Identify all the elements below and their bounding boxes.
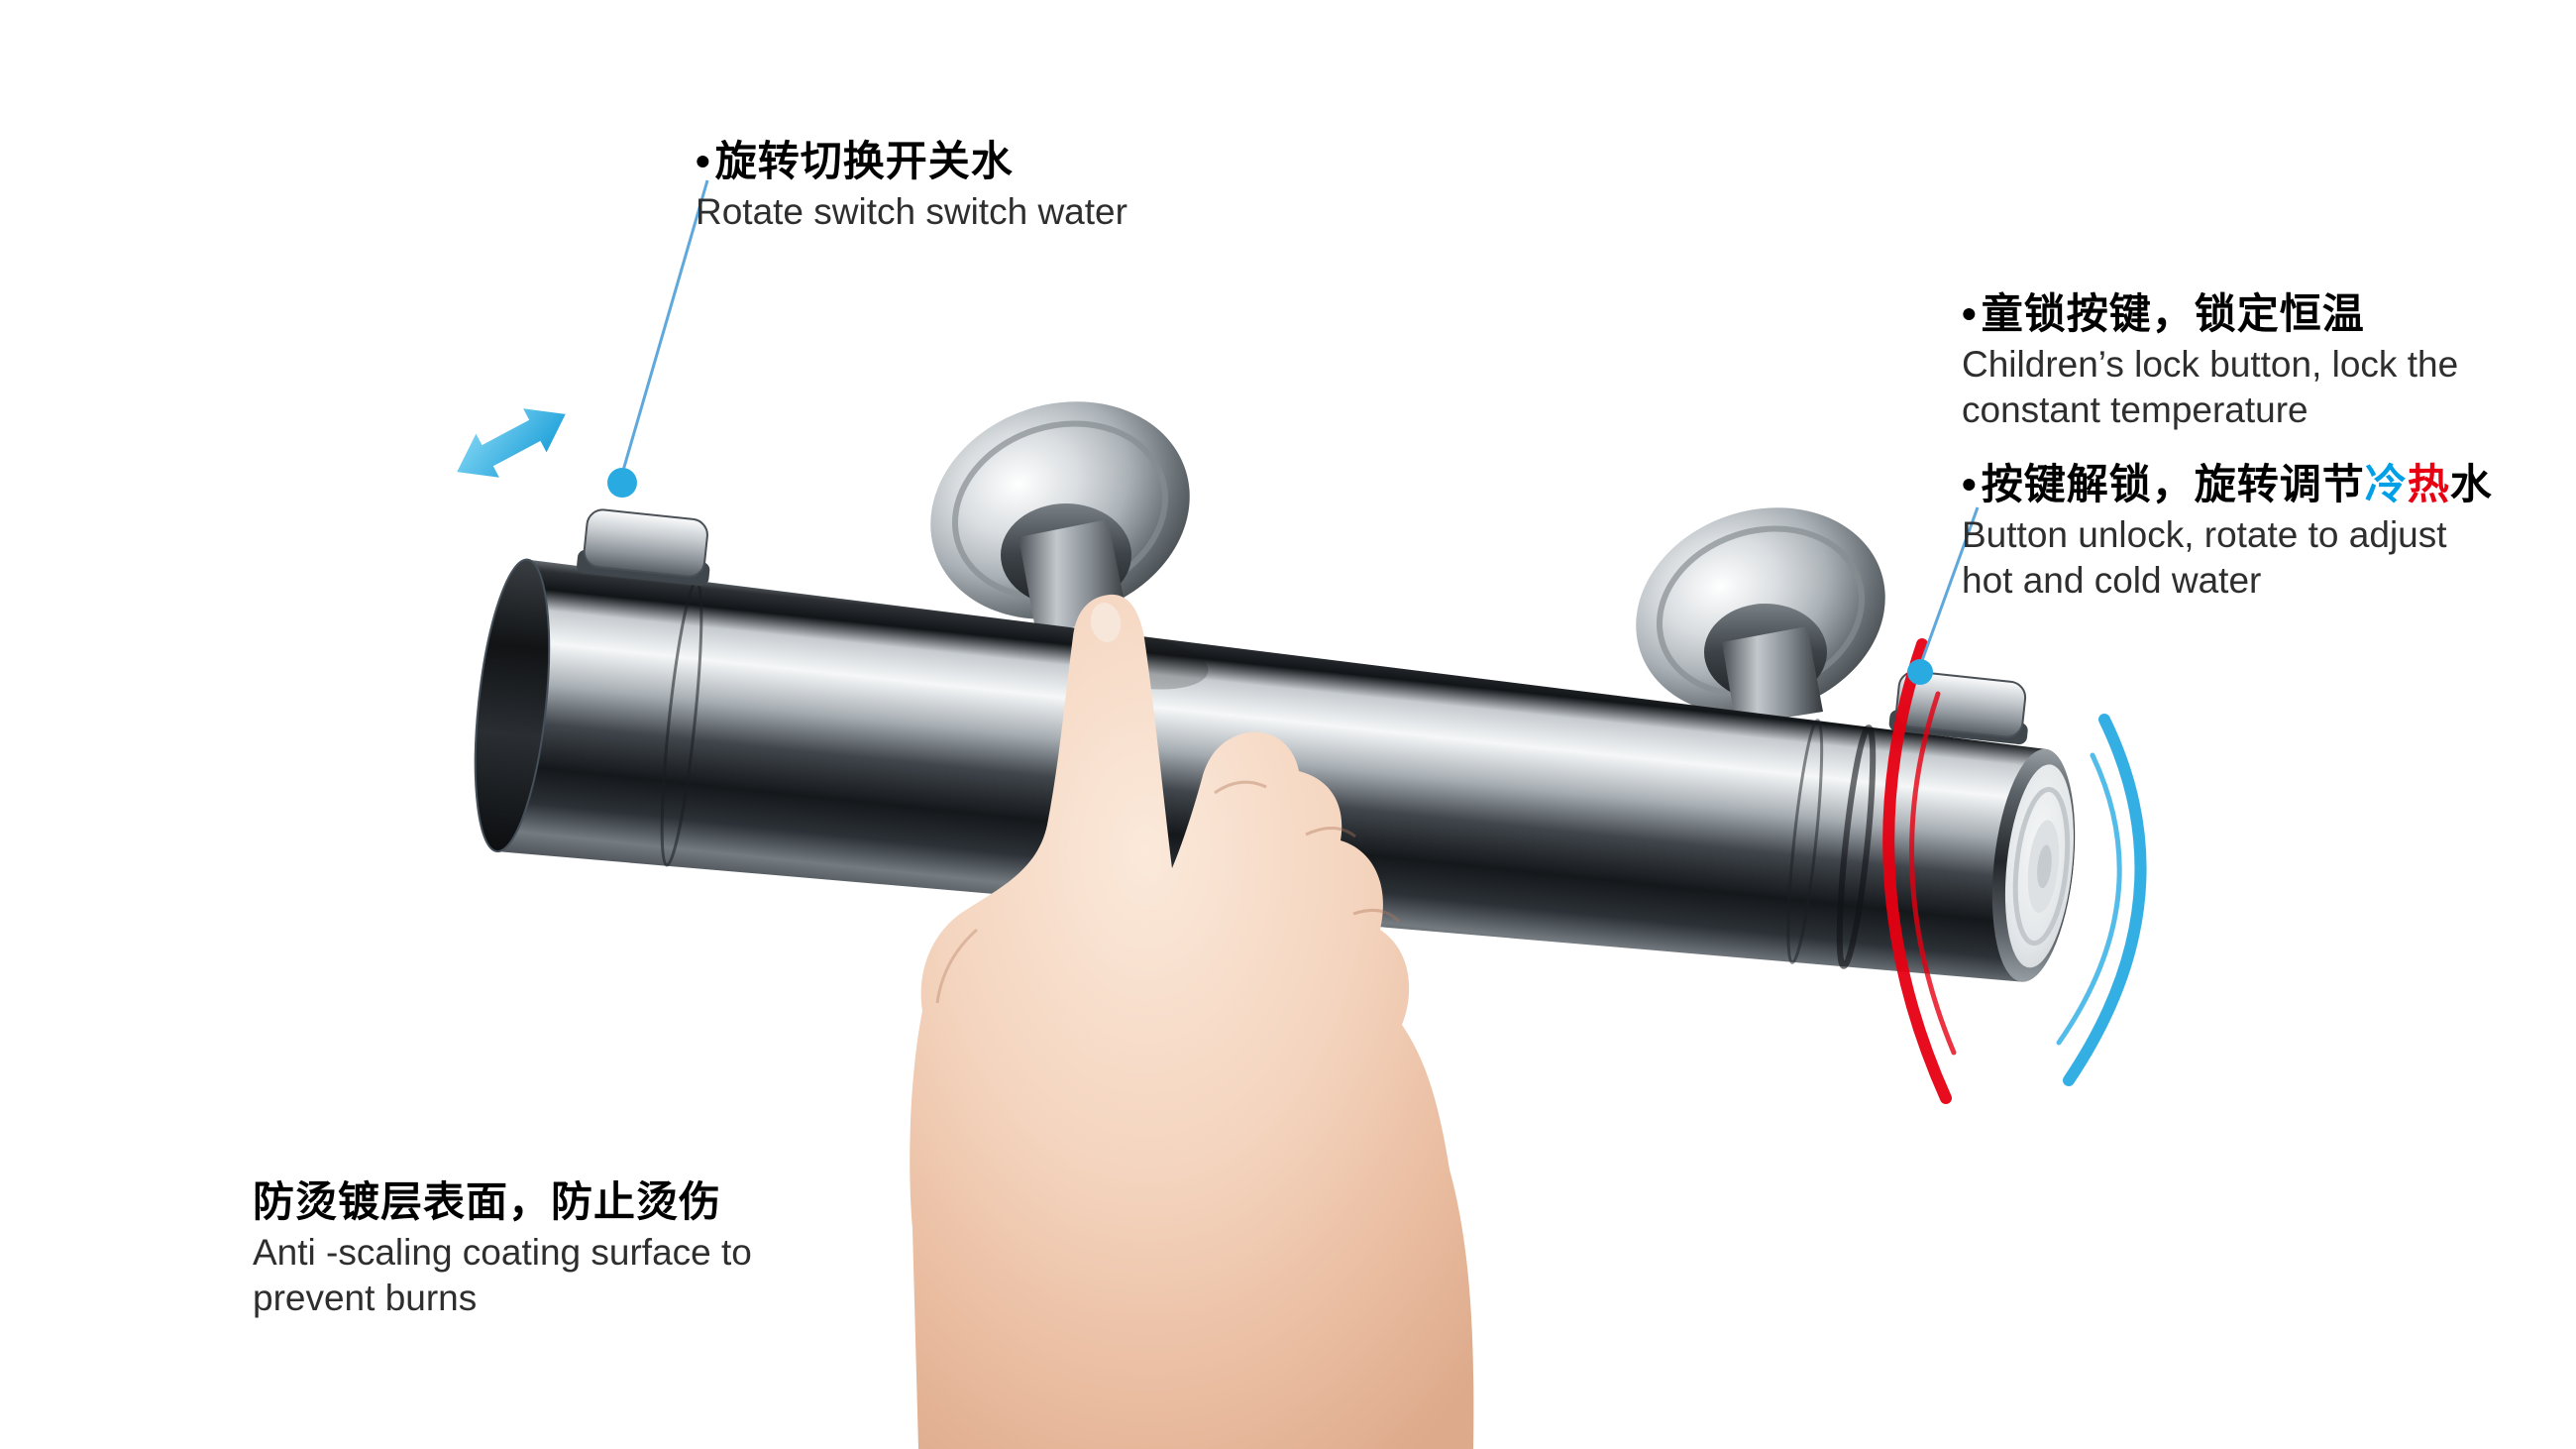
leader-line-right — [1918, 506, 1980, 667]
callout-child-lock-zh: 童锁按键，锁定恒温 — [1981, 290, 2365, 337]
callout-anti-scald: 防烫镀层表面，防止烫伤 Anti -scaling coating surfac… — [253, 1175, 752, 1322]
bullet-icon: • — [1962, 461, 1978, 507]
callout-unlock-adjust-en1: Button unlock, rotate to adjust — [1962, 513, 2447, 555]
callout-unlock-adjust: •按键解锁，旋转调节冷热水 Button unlock, rotate to a… — [1962, 458, 2493, 605]
callout-unlock-adjust-zh-cold: 冷 — [2364, 461, 2408, 507]
hand-illustration — [910, 594, 1474, 1449]
callout-dot-left — [607, 468, 637, 498]
hand-silhouette — [910, 594, 1474, 1449]
knuckle-crease-2 — [1305, 827, 1356, 838]
callout-unlock-adjust-zh-prefix: 按键解锁，旋转调节 — [1981, 461, 2365, 507]
callout-rotate-switch: •旋转切换开关水 Rotate switch switch water — [696, 135, 1127, 235]
callout-child-lock-title: •童锁按键，锁定恒温 — [1962, 287, 2458, 342]
callout-anti-scald-zh: 防烫镀层表面，防止烫伤 — [253, 1178, 722, 1225]
callout-rotate-switch-zh: 旋转切换开关水 — [714, 138, 1014, 184]
faucet-left-end-cap — [474, 558, 551, 853]
switch-tab-left — [583, 508, 708, 578]
hot-arc-icon — [1882, 638, 1957, 1104]
fingernail — [1090, 603, 1122, 642]
callout-anti-scald-en1: Anti -scaling coating surface to — [253, 1231, 752, 1273]
callout-anti-scald-en2: prevent burns — [253, 1278, 478, 1319]
callout-child-lock: •童锁按键，锁定恒温 Children’s lock button, lock … — [1962, 287, 2458, 434]
temperature-dial-face — [1991, 748, 2076, 982]
direction-arrow-icon — [457, 408, 566, 478]
callout-unlock-adjust-en2: hot and cold water — [1962, 560, 2262, 602]
wall-plate-right-stem — [1722, 626, 1823, 725]
callout-rotate-switch-title: •旋转切换开关水 — [696, 135, 1127, 189]
cold-arc-icon — [2056, 714, 2147, 1086]
leader-line-left — [620, 179, 709, 475]
knuckle-crease-3 — [1352, 908, 1401, 924]
thumb-crease — [935, 928, 978, 1004]
bullet-icon: • — [696, 138, 711, 184]
wall-plate-left — [930, 401, 1190, 634]
bullet-icon: • — [1962, 290, 1978, 337]
callout-unlock-adjust-zh-hot: 热 — [2407, 461, 2450, 507]
callout-rotate-switch-en: Rotate switch switch water — [696, 190, 1127, 232]
callout-dot-right — [1907, 659, 1933, 685]
knuckle-crease-1 — [1214, 780, 1267, 795]
callout-child-lock-en1: Children’s lock button, lock the — [1962, 343, 2459, 385]
callout-unlock-adjust-title: •按键解锁，旋转调节冷热水 — [1962, 458, 2493, 512]
callout-child-lock-en2: constant temperature — [1962, 390, 2308, 431]
callout-unlock-adjust-zh-suffix: 水 — [2449, 461, 2493, 507]
wall-plate-right — [1636, 507, 1885, 725]
